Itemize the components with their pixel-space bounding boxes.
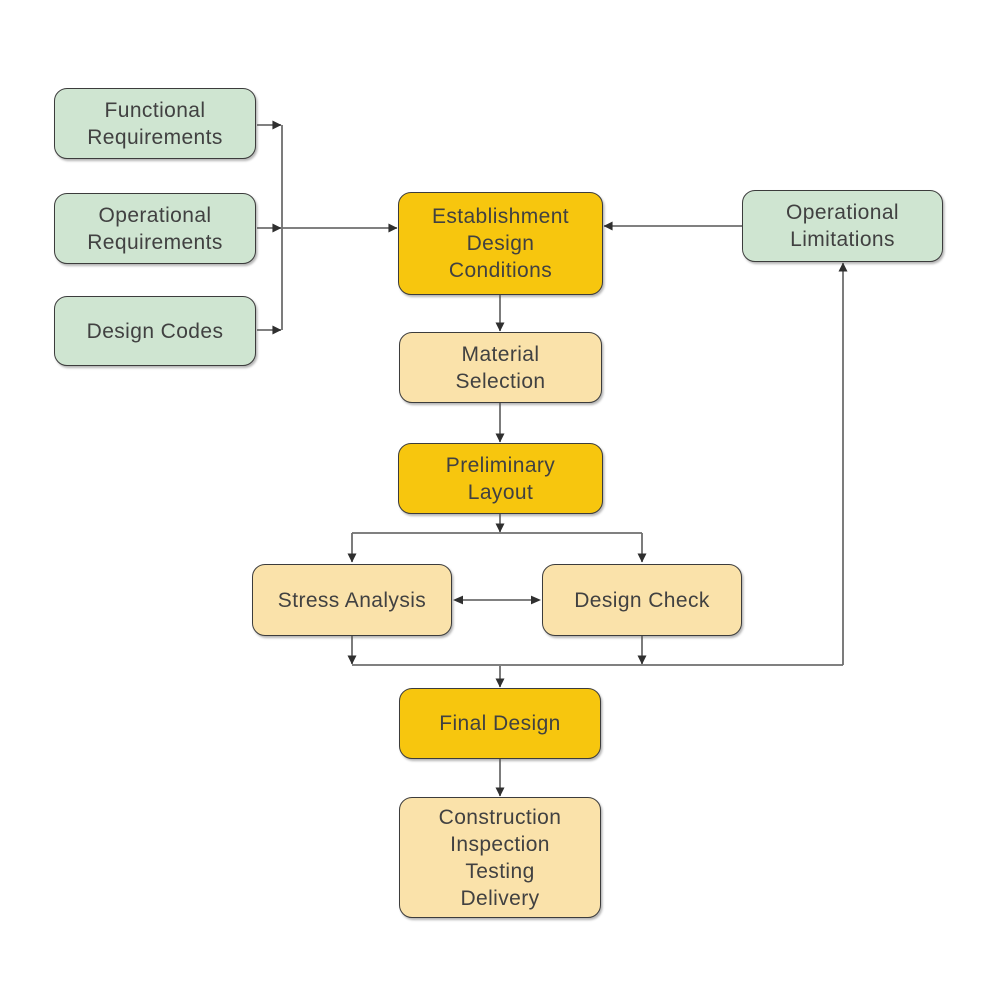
- node-construction-phase-label: Construction Inspection Testing Delivery: [438, 805, 562, 910]
- node-preliminary-layout[interactable]: Preliminary Layout: [398, 443, 603, 514]
- arrowhead-right-icon: [531, 595, 541, 605]
- node-design-codes-label: Design Codes: [86, 319, 224, 343]
- node-material-selection-label: Material Selection: [455, 342, 546, 393]
- node-construction-phase[interactable]: Construction Inspection Testing Delivery: [399, 797, 601, 918]
- node-design-check[interactable]: Design Check: [542, 564, 742, 636]
- node-functional-requirements[interactable]: Functional Requirements: [54, 88, 256, 159]
- node-design-check-label: Design Check: [574, 588, 710, 612]
- arrowhead-left-icon: [453, 595, 463, 605]
- node-final-design-label: Final Design: [439, 712, 561, 735]
- node-operational-requirements[interactable]: Operational Requirements: [54, 193, 256, 264]
- node-stress-analysis-label: Stress Analysis: [277, 588, 427, 612]
- node-operational-limitations-label: Operational Limitations: [786, 201, 899, 251]
- node-establishment-design-conditions-label: Establishment Design Conditions: [431, 205, 570, 282]
- node-functional-requirements-label: Functional Requirements: [87, 98, 223, 149]
- node-operational-limitations[interactable]: Operational Limitations: [742, 190, 943, 262]
- node-operational-requirements-label: Operational Requirements: [87, 203, 223, 254]
- node-preliminary-layout-label: Preliminary Layout: [445, 453, 556, 504]
- node-design-codes[interactable]: Design Codes: [54, 296, 256, 366]
- node-final-design[interactable]: Final Design: [399, 688, 601, 759]
- node-material-selection[interactable]: Material Selection: [399, 332, 602, 403]
- node-stress-analysis[interactable]: Stress Analysis: [252, 564, 452, 636]
- node-establishment-design-conditions[interactable]: Establishment Design Conditions: [398, 192, 603, 295]
